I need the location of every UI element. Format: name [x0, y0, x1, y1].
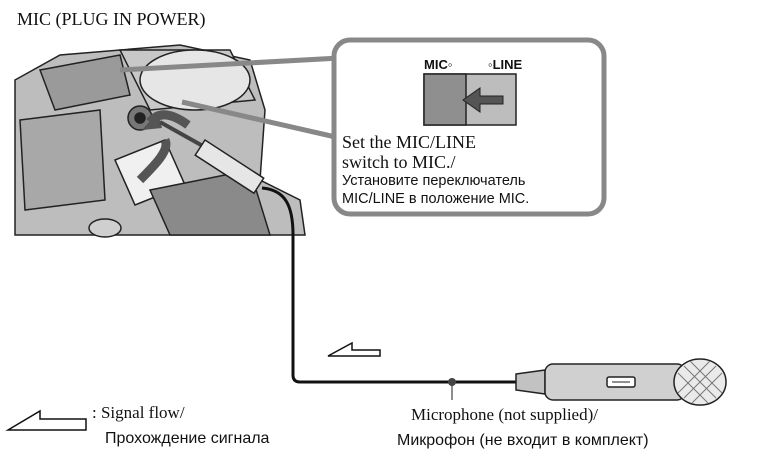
switch-arrow-icon — [462, 87, 504, 113]
callout-connector-lower — [181, 99, 341, 141]
plug-body — [194, 138, 265, 195]
flip-arrow — [136, 137, 171, 184]
legend-signal-ru: Прохождение сигнала — [105, 430, 270, 447]
microphone-label-en: Microphone (not supplied)/ — [411, 405, 598, 424]
callout-connector — [119, 55, 341, 73]
microphone-label-ru: Микрофон (не входит в комплект) — [397, 432, 649, 449]
callout-ru-line-2: MIC/LINE в положение MIC. — [342, 191, 530, 207]
switch-knob — [423, 73, 467, 126]
insert-arrow-head — [142, 112, 162, 130]
callout-en-line-2: switch to MIC./ — [342, 152, 456, 172]
legend-signal-flow-icon — [5, 409, 87, 431]
callout-en-line-1: Set the MIC/LINE — [342, 132, 476, 152]
callout-box — [331, 37, 607, 217]
switch-line-label: ◦LINE — [488, 57, 523, 72]
cable — [261, 186, 516, 384]
callout-ru-line-1: Установите переключатель — [342, 173, 526, 189]
signal-flow-arrow-icon — [327, 341, 381, 357]
legend-signal-en: : Signal flow/ — [92, 403, 185, 422]
camcorder-illustration — [14, 40, 315, 238]
diagram-title: MIC (PLUG IN POWER) — [17, 9, 206, 29]
switch-mic-label: MIC◦ — [424, 57, 453, 72]
microphone-illustration — [515, 358, 727, 406]
callout-text: Set the MIC/LINE switch to MIC./ Установ… — [342, 132, 602, 208]
